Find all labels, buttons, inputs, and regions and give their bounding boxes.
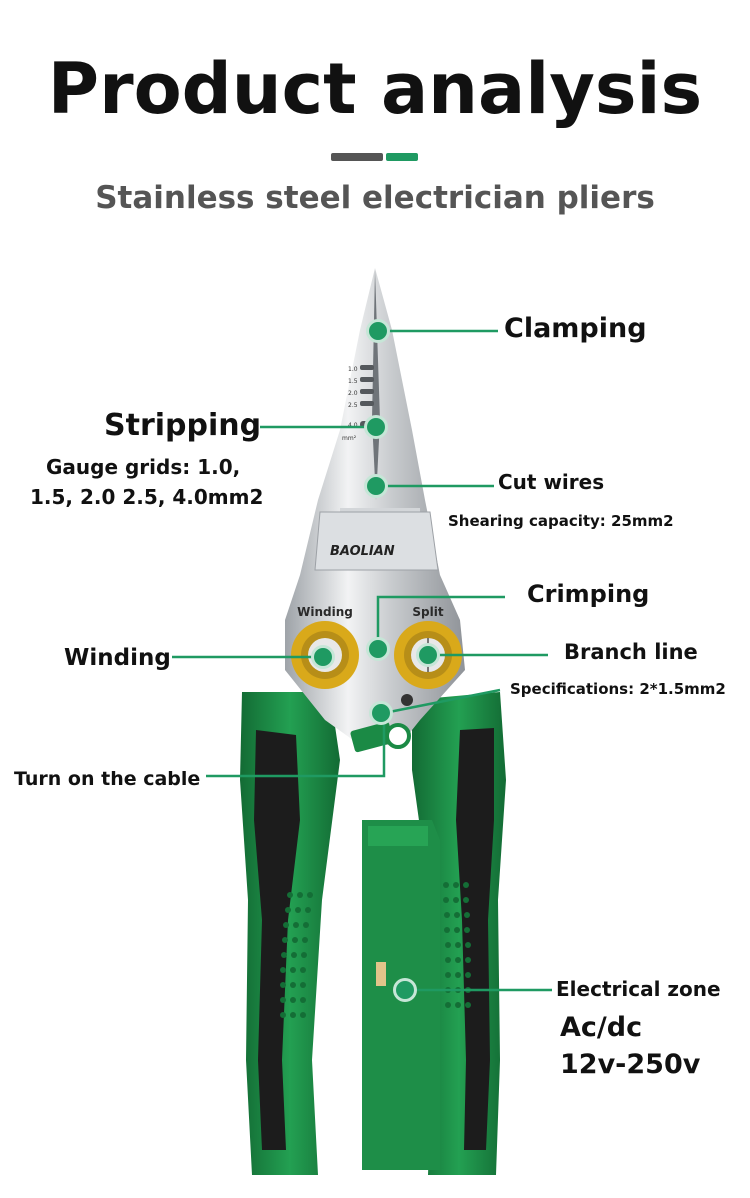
stripping-label: Stripping	[104, 408, 262, 443]
left-handle	[240, 692, 340, 1175]
brand-logo: BAOLIAN	[330, 544, 395, 559]
turn-cable-marker	[369, 701, 393, 725]
callout-lines	[172, 329, 552, 992]
pivot-screw	[401, 694, 413, 706]
winding-hole-label: Winding	[297, 605, 353, 619]
title-divider-green	[386, 153, 418, 161]
clamping-marker	[366, 319, 390, 343]
gauge-mark-4: 2.5	[348, 402, 358, 409]
cut-wires-label: Cut wires	[498, 470, 605, 494]
page-subtitle: Stainless steel electrician pliers	[95, 180, 655, 216]
gauge-mark-1: 1.0	[348, 366, 358, 373]
electrical-zone-label: Electrical zone	[556, 977, 721, 1001]
gauge-mark-2: 1.5	[348, 378, 358, 385]
branch-line-marker	[416, 643, 440, 667]
gauge-mark-3: 2.0	[348, 390, 358, 397]
turn-cable-label: Turn on the cable	[14, 768, 201, 790]
crimping-label: Crimping	[527, 580, 650, 608]
stripping-marker	[364, 415, 388, 439]
winding-marker	[311, 645, 335, 669]
cable-lock	[350, 721, 411, 753]
voltage-type-label: Ac/dc	[560, 1012, 643, 1043]
branch-line-label: Branch line	[564, 640, 698, 664]
specifications-label: Specifications: 2*1.5mm2	[510, 680, 726, 698]
gauge-mark-5: 4.0	[348, 422, 358, 429]
electrical-zone-marker	[393, 978, 417, 1002]
title-divider-dark	[331, 153, 383, 161]
page-title: Product analysis	[47, 48, 703, 130]
stripping-detail-line2: 1.5, 2.0 2.5, 4.0mm2	[30, 485, 264, 509]
left-grip-dots	[280, 892, 313, 1018]
split-hole-label: Split	[412, 605, 443, 619]
stripping-detail-line1: Gauge grids: 1.0,	[46, 455, 241, 479]
right-grip-dots	[443, 882, 471, 1008]
gauge-unit: mm²	[342, 435, 357, 442]
crimping-marker	[366, 637, 390, 661]
clamping-label: Clamping	[504, 313, 647, 344]
cut-wires-marker	[364, 474, 388, 498]
voltage-range-label: 12v-250v	[560, 1049, 701, 1080]
shearing-capacity-label: Shearing capacity: 25mm2	[448, 512, 674, 530]
winding-label: Winding	[64, 645, 171, 671]
